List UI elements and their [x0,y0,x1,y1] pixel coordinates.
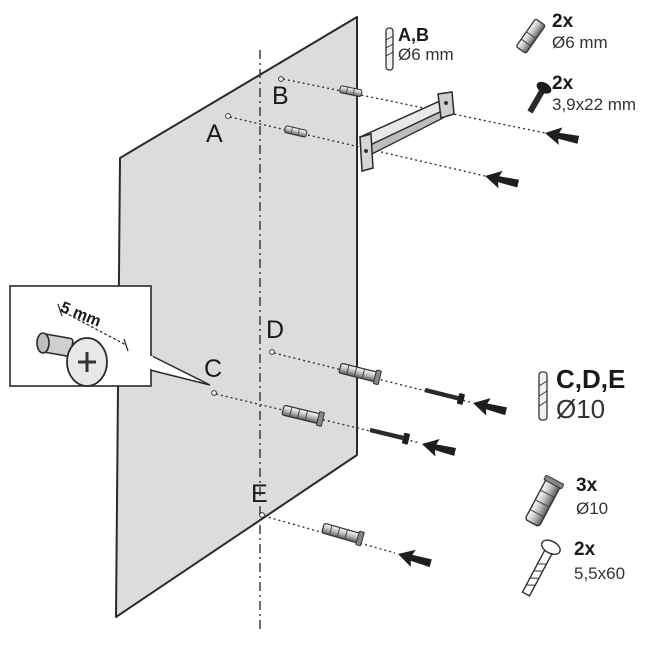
top-screw-count: 2x [552,73,574,94]
screw-c [368,424,411,445]
guide-line-a [229,116,486,177]
drill-hole-e [259,512,265,518]
detail-inset [9,285,211,387]
mounting-bracket [359,91,455,172]
point-label-c: C [204,355,223,383]
wall-panel [115,16,358,618]
top-drill-points: A,B [398,25,429,45]
lower-drill-points: C,D,E [556,364,626,394]
arrow-a [482,167,521,193]
drill-bit-icon-bottom [538,371,548,421]
point-label-d: D [266,316,285,344]
dimension-arrow [57,303,129,352]
lower-screw-count: 2x [574,539,596,560]
lower-drill-diameter: Ø10 [556,394,606,424]
plug-icon-bottom [525,474,564,527]
arrow-c [419,435,458,461]
point-label-a: A [206,120,223,148]
top-plug-count: 2x [552,11,574,32]
plug-icon-top [516,18,546,54]
lower-plug-count: 3x [576,475,598,496]
screw-icon-top [527,81,552,114]
drill-hole-c [211,390,217,396]
plug-e [320,520,365,547]
point-label-b: B [272,82,289,110]
drill-hole-d [269,349,275,355]
drill-hole-a [225,113,231,119]
drill-bit-icon-top [385,27,394,71]
top-screw-size: 3,9x22 mm [552,95,637,114]
screw-d [423,384,466,406]
arrow-d [470,394,509,420]
lower-screw-size: 5,5x60 [574,564,626,583]
lower-plug-size: Ø10 [576,499,609,518]
arrow-b [543,124,581,149]
point-label-e: E [251,480,268,508]
cam-pin [36,332,108,387]
top-drill-diameter: Ø6 mm [398,45,454,64]
drill-hole-b [278,76,284,82]
top-plug-size: Ø6 mm [552,33,608,52]
screw-icon-bottom [521,539,561,597]
arrow-e [395,545,434,572]
